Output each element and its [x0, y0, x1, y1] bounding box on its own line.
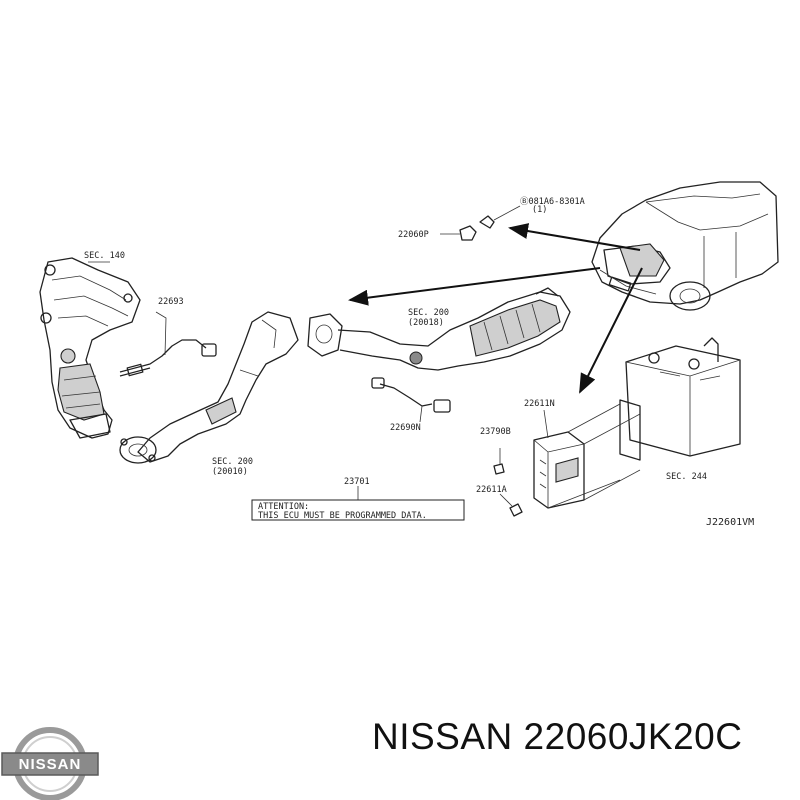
battery — [619, 337, 741, 461]
label-22611n: 22611N — [524, 399, 555, 409]
attention-line1: ATTENTION: — [258, 502, 309, 512]
label-22060p: 22060P — [398, 230, 429, 240]
label-sec200-20010: SEC. 200 — [212, 457, 253, 467]
label-sec200-20018-sub: (20018) — [408, 318, 444, 328]
ecu-module — [533, 403, 641, 509]
bolt-22611a — [499, 493, 523, 517]
label-sec140: SEC. 140 — [84, 251, 125, 261]
sensor-22690n — [371, 377, 451, 423]
label-23790b: 23790B — [480, 427, 511, 437]
sensor-22060p — [440, 205, 521, 241]
nut-23790b — [493, 448, 505, 475]
label-sec200-20018: SEC. 200 — [408, 308, 449, 318]
label-23701: 23701 — [344, 477, 370, 487]
label-diagram-code: J22601VM — [706, 517, 754, 528]
label-sec244: SEC. 244 — [666, 472, 707, 482]
vehicle-front-view — [591, 181, 779, 311]
nissan-logo: NISSAN — [1, 727, 99, 800]
catalytic-converter — [307, 287, 571, 371]
callout-arrows — [348, 223, 643, 394]
exhaust-manifold — [39, 257, 141, 439]
label-bolt: Ⓑ081A6-8301A — [520, 197, 585, 207]
attention-line2: THIS ECU MUST BE PROGRAMMED DATA. — [258, 511, 427, 521]
part-number-title: NISSAN 22060JK20C — [372, 716, 743, 757]
front-exhaust-pipe — [119, 311, 299, 464]
sensor-22693 — [119, 311, 217, 377]
label-22693: 22693 — [158, 297, 184, 307]
label-22611a: 22611A — [476, 485, 507, 495]
label-bolt-qty: (1) — [532, 205, 547, 215]
label-22690n: 22690N — [390, 423, 421, 433]
label-sec200-20010-sub: (20010) — [212, 467, 248, 477]
logo-text: NISSAN — [19, 756, 82, 773]
attention-box: ATTENTION: THIS ECU MUST BE PROGRAMMED D… — [251, 499, 465, 521]
